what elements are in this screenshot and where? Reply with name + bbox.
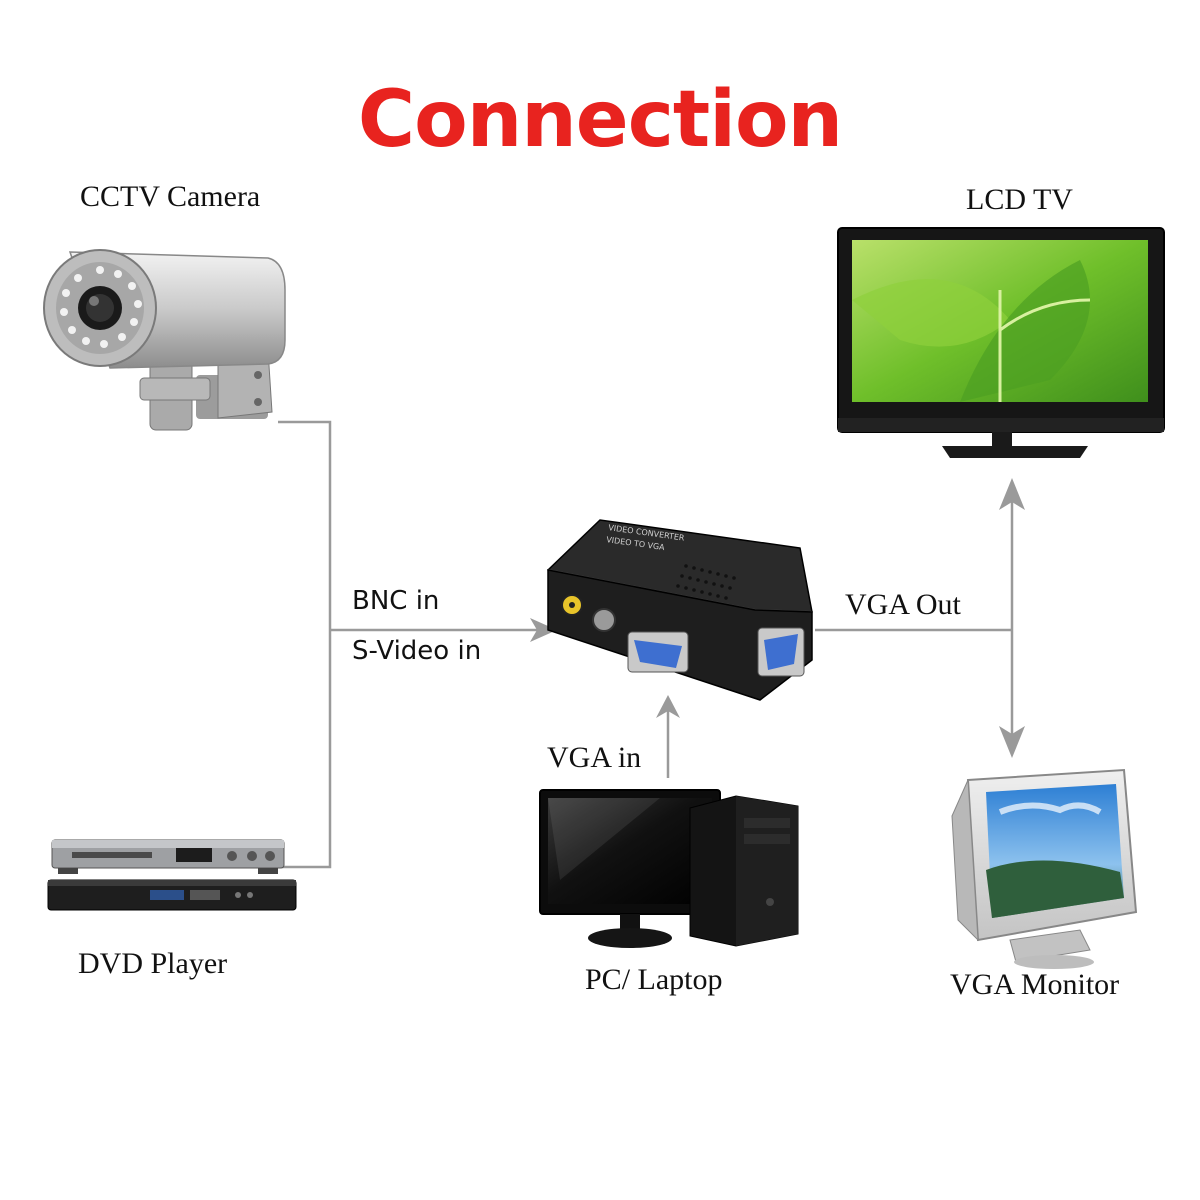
crt-monitor-icon <box>951 768 1138 969</box>
connection-lines <box>278 420 1014 869</box>
vga-in-arrow-icon <box>656 695 680 718</box>
video-converter-icon: VIDEO CONVERTER VIDEO TO VGA <box>547 519 813 701</box>
monitor-down-arrow-icon <box>999 726 1025 758</box>
cctv-line <box>278 420 332 869</box>
arrowheads <box>530 478 1025 758</box>
cctv-camera-label: CCTV Camera <box>80 180 261 213</box>
page-title: Connection <box>357 75 843 165</box>
cctv-camera-icon <box>43 249 286 431</box>
lcd-up-arrow-icon <box>999 478 1025 510</box>
bnc-in-label: BNC in <box>352 586 440 616</box>
svideo-in-label: S-Video in <box>352 636 482 666</box>
vga-in-label: VGA in <box>547 741 642 774</box>
pc-icon <box>539 789 799 948</box>
bnc-arrow-icon <box>530 618 557 642</box>
vga-out-label: VGA Out <box>845 588 961 621</box>
lcd-tv-label: LCD TV <box>966 183 1073 216</box>
lcd-tv-icon <box>837 227 1165 458</box>
pc-laptop-label: PC/ Laptop <box>585 963 723 996</box>
dvd-player-label: DVD Player <box>78 947 228 980</box>
vga-monitor-label: VGA Monitor <box>950 968 1120 1001</box>
dvd-player-icon <box>47 839 297 911</box>
